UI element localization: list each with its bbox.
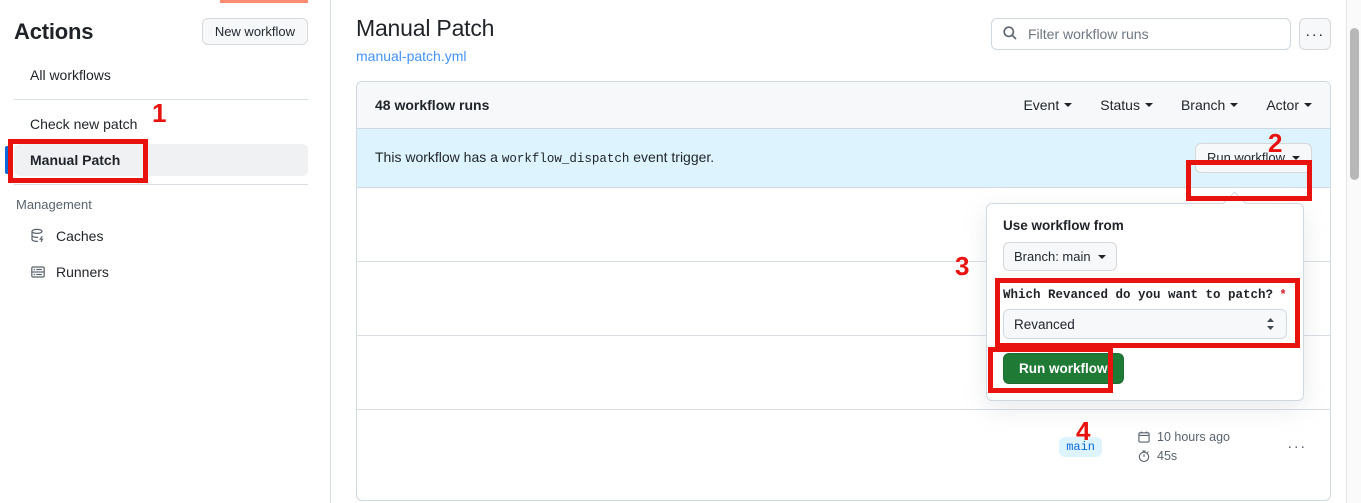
filter-status[interactable]: Status	[1100, 97, 1153, 113]
run-workflow-popover: Use workflow from Branch: main Which Rev…	[986, 203, 1304, 401]
runners-icon	[30, 264, 46, 280]
chevron-down-icon	[1144, 102, 1153, 107]
filter-workflow-runs-box[interactable]	[991, 18, 1291, 50]
chevron-down-icon	[1097, 254, 1106, 259]
dispatch-event-code: workflow_dispatch	[501, 152, 630, 167]
cache-icon	[30, 228, 46, 244]
search-input[interactable]	[1026, 25, 1280, 43]
sidebar-item-caches[interactable]: Caches	[14, 220, 308, 252]
run-workflow-button-label: Run workflow	[1206, 150, 1285, 166]
sidebar-group-management: Management	[16, 197, 92, 212]
workflow-input-label: Which Revanced do you want to patch? *	[1003, 287, 1286, 302]
page-kebab-menu-button[interactable]: ···	[1299, 18, 1331, 50]
active-tab-underline	[220, 0, 308, 3]
filter-status-label: Status	[1100, 96, 1140, 113]
branch-select-label: Branch: main	[1014, 249, 1091, 264]
sidebar-item-all-workflows[interactable]: All workflows	[14, 59, 308, 91]
revanced-select-value: Revanced	[1014, 316, 1075, 332]
branch-badge[interactable]: main	[1059, 436, 1102, 457]
sidebar-item-runners[interactable]: Runners	[14, 256, 308, 288]
stopwatch-icon	[1138, 450, 1150, 463]
sidebar-divider-1	[14, 99, 308, 100]
sidebar-item-check-new-patch[interactable]: Check new patch	[14, 108, 308, 140]
sidebar-item-label: All workflows	[30, 67, 111, 83]
search-icon	[1002, 25, 1018, 44]
filter-branch[interactable]: Branch	[1180, 96, 1239, 113]
calendar-icon	[1138, 431, 1150, 443]
filter-branch-label: Branch	[1180, 96, 1226, 113]
management-nav-list: Caches Runners	[0, 220, 330, 288]
dispatch-text-after: event trigger.	[633, 149, 715, 166]
scrollbar-thumb[interactable]	[1350, 28, 1359, 180]
sidebar-item-label: Manual Patch	[30, 152, 121, 168]
revanced-select[interactable]: Revanced	[1003, 309, 1287, 339]
workflow-dispatch-banner: This workflow has a workflow_dispatch ev…	[357, 128, 1330, 188]
main-content: Manual Patch manual-patch.yml ···	[331, 0, 1361, 503]
workflow-runs-header: 48 workflow runs Event Status Branch	[357, 81, 1330, 129]
new-workflow-button[interactable]: New workflow	[201, 18, 308, 45]
workflow-nav-list: All workflows	[0, 59, 330, 91]
filter-event-label: Event	[1023, 96, 1060, 113]
workflow-list: Check new patch Manual Patch	[0, 108, 330, 176]
row-kebab-menu[interactable]: ···	[1287, 438, 1307, 456]
run-timestamp: 10 hours ago	[1137, 430, 1282, 444]
dispatch-banner-text: This workflow has a workflow_dispatch ev…	[375, 149, 714, 166]
sidebar-item-manual-patch[interactable]: Manual Patch	[5, 144, 308, 176]
header-actions: ···	[991, 14, 1331, 50]
page-title: Manual Patch	[356, 15, 495, 41]
filter-group: Event Status Branch Actor	[1023, 97, 1312, 113]
branch-select-button[interactable]: Branch: main	[1003, 242, 1117, 271]
dispatch-text-before: This workflow has a	[375, 149, 498, 166]
chevron-down-icon	[1304, 102, 1312, 107]
required-asterisk: *	[1280, 287, 1286, 301]
sidebar-title: Actions	[14, 18, 94, 44]
workflow-runs-panel: 48 workflow runs Event Status Branch	[356, 80, 1331, 501]
filter-actor[interactable]: Actor	[1266, 97, 1312, 113]
chevron-down-icon	[1292, 155, 1300, 160]
page-title-block: Manual Patch manual-patch.yml	[356, 14, 494, 64]
window-scrollbar[interactable]	[1346, 0, 1361, 503]
page-header: Manual Patch manual-patch.yml ···	[356, 14, 1331, 64]
use-workflow-from-label: Use workflow from	[1003, 218, 1124, 233]
filter-event[interactable]: Event	[1023, 96, 1073, 113]
submit-run-workflow-button[interactable]: Run workflow	[1003, 353, 1124, 384]
sidebar-item-label: Check new patch	[30, 116, 138, 132]
table-row[interactable]: main 10 hours ago	[357, 410, 1330, 484]
run-meta: 10 hours ago 45s	[1112, 430, 1282, 463]
chevron-down-icon	[1230, 102, 1239, 107]
chevron-down-icon	[1064, 102, 1073, 107]
workflow-file-link[interactable]: manual-patch.yml	[356, 47, 467, 64]
sidebar-divider-2	[14, 184, 308, 185]
workflow-runs-count: 48 workflow runs	[375, 96, 490, 113]
sidebar-item-label: Caches	[56, 228, 104, 244]
stepper-icon	[1265, 317, 1276, 331]
sidebar-header: Actions New workflow	[0, 0, 330, 55]
sidebar-item-label: Runners	[56, 264, 109, 280]
run-workflow-dropdown-button[interactable]: Run workflow	[1194, 142, 1312, 173]
run-duration: 45s	[1137, 449, 1282, 463]
actions-sidebar: Actions New workflow All workflows Check…	[0, 0, 331, 503]
filter-actor-label: Actor	[1266, 96, 1299, 113]
